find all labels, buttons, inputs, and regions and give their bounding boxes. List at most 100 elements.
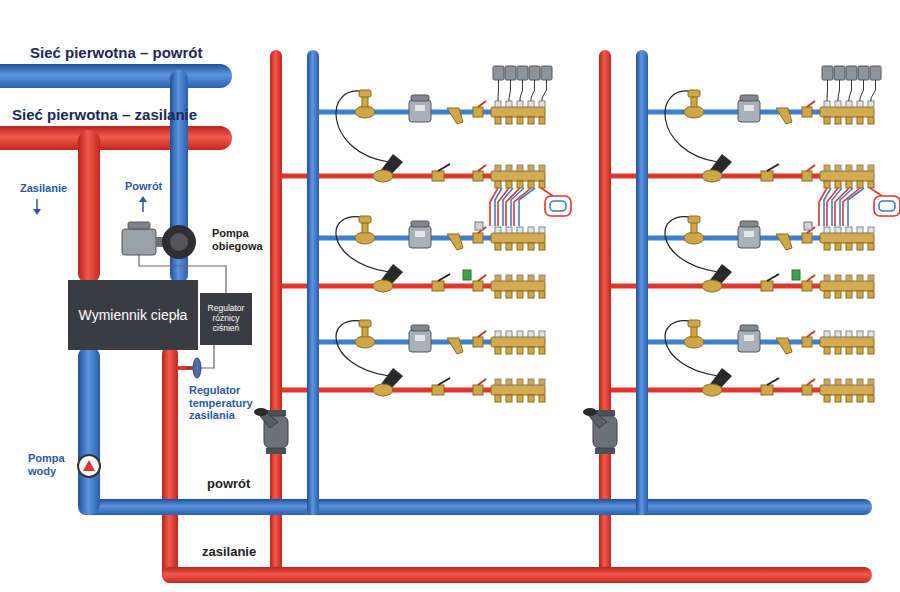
manifold-outlet xyxy=(835,117,841,124)
balancing-valve xyxy=(266,448,286,454)
manifold-valve xyxy=(835,165,841,171)
manifold-outlet xyxy=(517,291,523,298)
box-text: Wymiennik ciepła xyxy=(79,307,188,323)
capillary-tube xyxy=(336,217,389,272)
balancing-valve xyxy=(595,448,615,454)
manifold-valve xyxy=(506,275,512,281)
manifold-outlet xyxy=(506,243,512,250)
manifold-outlet xyxy=(824,347,830,354)
manifold xyxy=(820,171,874,181)
manifold-outlet xyxy=(835,243,841,250)
manifold-valve xyxy=(835,331,841,337)
manifold-outlet xyxy=(824,243,830,250)
pressure-valve xyxy=(702,280,722,292)
room-thermostat xyxy=(505,66,516,80)
pump-symbol xyxy=(170,233,188,251)
ball-valve xyxy=(473,107,483,117)
thermostat-wire xyxy=(498,80,500,101)
manifold-outlet xyxy=(495,181,501,188)
manifold-outlet xyxy=(495,117,501,124)
manifold-outlet xyxy=(846,395,852,402)
pressure-valve xyxy=(702,384,722,396)
flow-meter xyxy=(740,95,758,101)
manifold-outlet xyxy=(506,347,512,354)
ball-valve xyxy=(432,281,444,291)
manifold-outlet xyxy=(517,243,523,250)
manifold-outlet xyxy=(506,395,512,402)
manifold-outlet xyxy=(528,181,534,188)
manifold-valve xyxy=(539,331,545,337)
ball-valve xyxy=(802,171,812,181)
manifold xyxy=(491,171,545,181)
manifold xyxy=(491,385,545,395)
thermostat-wire xyxy=(838,80,840,101)
manifold-outlet xyxy=(495,347,501,354)
manifold-outlet xyxy=(868,181,874,188)
ball-valve xyxy=(478,275,486,281)
manifold-valve xyxy=(517,331,523,337)
room-thermostat xyxy=(517,66,528,80)
manifold-outlet xyxy=(528,291,534,298)
manifold-outlet xyxy=(857,117,863,124)
pipe xyxy=(162,567,872,583)
manifold-valve xyxy=(539,275,545,281)
manifold-outlet xyxy=(517,347,523,354)
partner-valve xyxy=(691,96,697,107)
partner-valve xyxy=(362,326,368,337)
manifold-outlet xyxy=(539,347,545,354)
ball-valve xyxy=(432,385,444,395)
ball-valve xyxy=(767,378,779,385)
partner-valve xyxy=(355,106,375,118)
manifold xyxy=(820,107,874,117)
manifold-outlet xyxy=(495,243,501,250)
flow-meter xyxy=(409,100,431,122)
partner-valve xyxy=(362,222,368,233)
pressure-valve xyxy=(373,280,393,292)
manifold-outlet xyxy=(539,181,545,188)
manifold-outlet xyxy=(868,117,874,124)
manifold-outlet xyxy=(868,291,874,298)
ball-valve xyxy=(767,164,779,171)
manifold-valve xyxy=(495,101,501,107)
manifold-outlet xyxy=(824,117,830,124)
manifold-valve xyxy=(539,165,545,171)
capillary-tube xyxy=(336,321,389,376)
box-text: Regulator różnicy ciśnień xyxy=(202,304,250,333)
actuator xyxy=(475,222,483,230)
manifold-valve xyxy=(506,101,512,107)
ball-valve xyxy=(473,233,483,243)
ball-valve xyxy=(807,275,815,281)
thermostat-wire xyxy=(531,80,535,101)
manifold-valve xyxy=(528,101,534,107)
manifold xyxy=(820,385,874,395)
manifold-valve xyxy=(506,165,512,171)
pump-symbol xyxy=(162,225,196,259)
partner-valve xyxy=(359,320,371,327)
partner-valve xyxy=(684,232,704,244)
ball-valve xyxy=(807,379,815,385)
thermostat-wire xyxy=(849,80,852,101)
partner-valve xyxy=(688,216,700,223)
pipe-label: Sieć pierwotna – powrót xyxy=(30,44,290,61)
manifold-valve xyxy=(824,275,830,281)
floor-coil xyxy=(550,201,566,211)
ball-valve xyxy=(802,385,812,395)
ball-valve xyxy=(438,274,450,281)
partner-valve xyxy=(355,336,375,348)
flow-meter xyxy=(744,105,754,111)
floor-coil xyxy=(879,201,895,211)
ball-valve xyxy=(432,171,444,181)
manifold-outlet xyxy=(517,117,523,124)
ball-valve xyxy=(807,165,815,171)
manifold-valve xyxy=(495,275,501,281)
manifold-outlet xyxy=(824,181,830,188)
flow-meter xyxy=(411,221,429,227)
ball-valve xyxy=(438,164,450,171)
thermostat-wire xyxy=(509,80,511,101)
manifold-outlet xyxy=(857,347,863,354)
floor-coil xyxy=(874,196,900,216)
flow-meter xyxy=(409,226,431,248)
pipe-label: powrót xyxy=(207,477,267,492)
floor-loop xyxy=(819,188,827,226)
partner-valve xyxy=(359,90,371,97)
